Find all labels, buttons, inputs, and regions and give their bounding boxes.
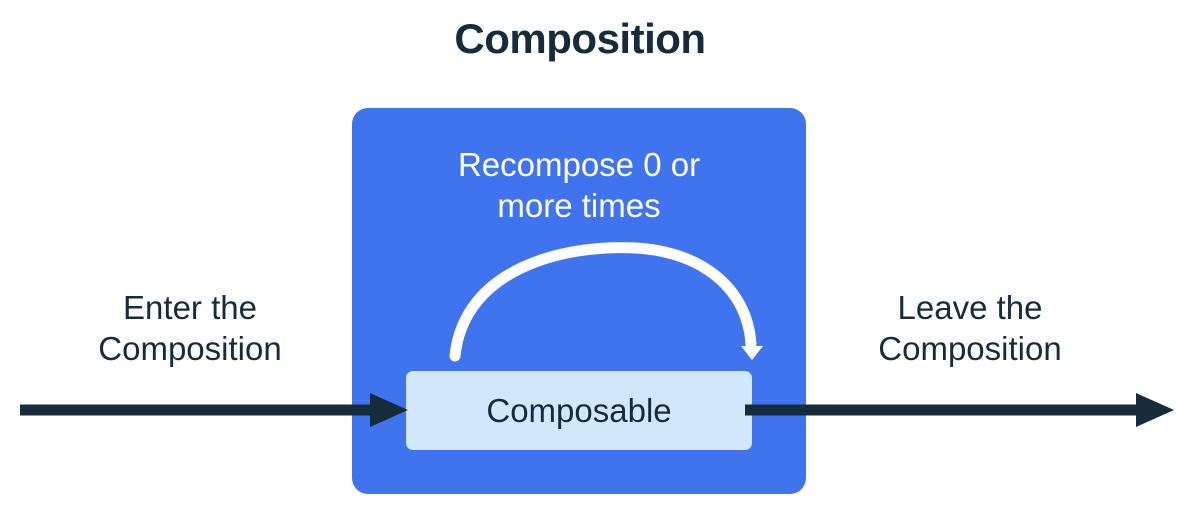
composable-label: Composable xyxy=(486,392,672,429)
page-title: Composition xyxy=(454,15,706,62)
enter-caption-line1: Enter the xyxy=(123,289,257,326)
composable-node xyxy=(406,371,752,450)
enter-caption-line2: Composition xyxy=(98,329,282,367)
leave-arrow-right-icon xyxy=(745,393,1174,427)
enter-arrow-right-icon xyxy=(20,393,408,427)
recompose-label-line2: more times xyxy=(497,186,661,224)
recompose-label-line1: Recompose 0 or xyxy=(457,146,701,183)
recompose-label: Recompose 0 or more times xyxy=(352,145,806,227)
enter-composition-caption: Enter the Composition xyxy=(35,288,345,370)
leave-composition-caption: Leave the Composition xyxy=(815,288,1125,370)
leave-caption-line1: Leave the xyxy=(897,289,1043,326)
leave-caption-line2: Composition xyxy=(878,329,1062,367)
